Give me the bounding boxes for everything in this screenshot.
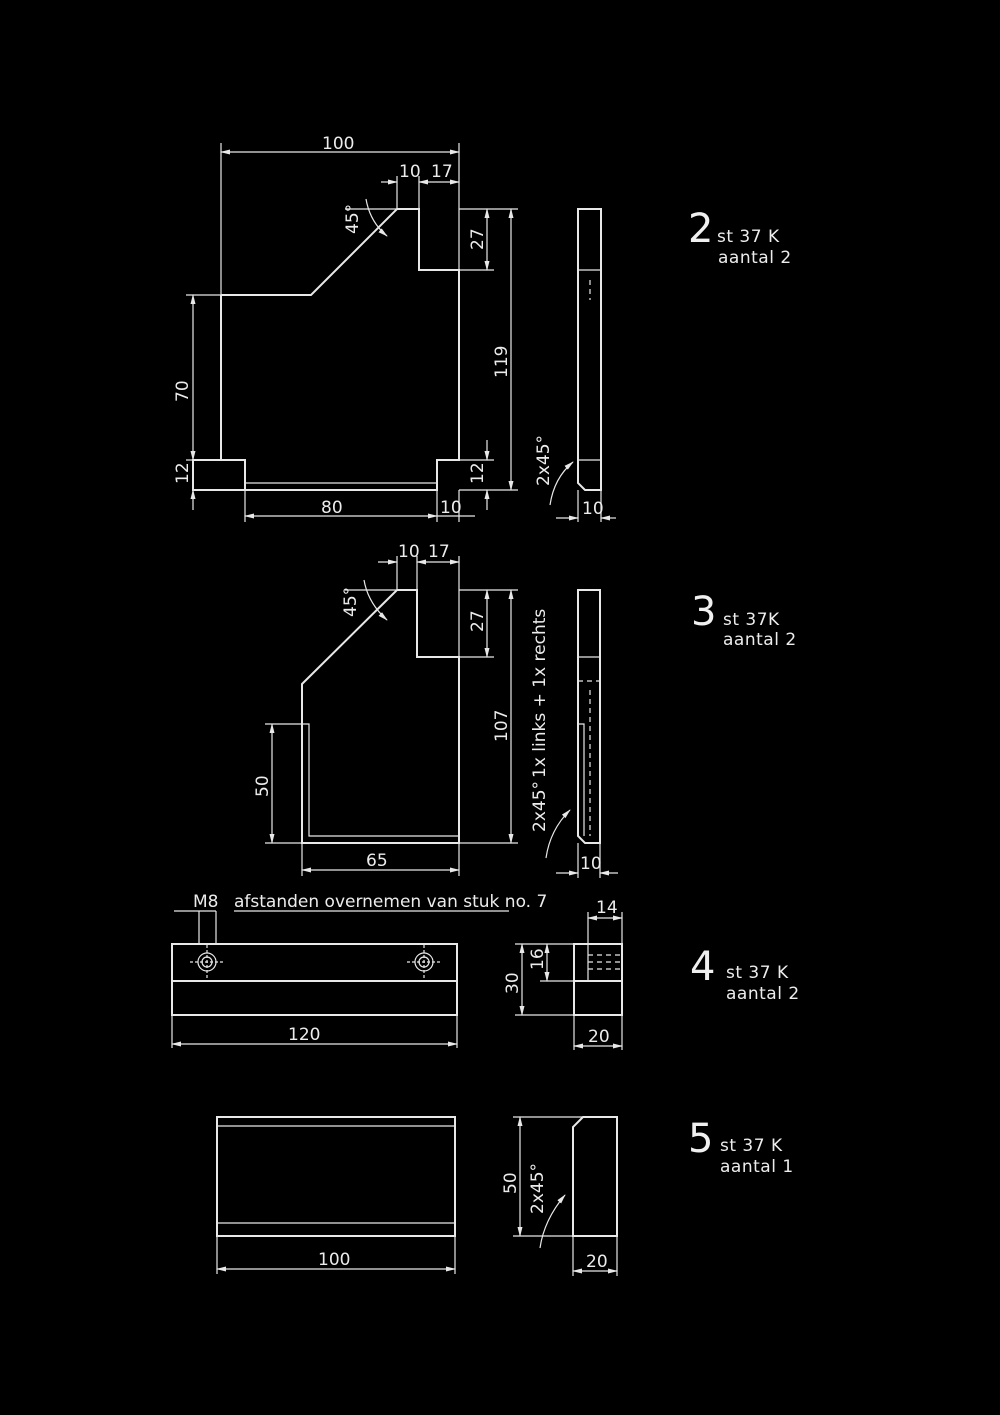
dim-part2-top-offsets: 10 17 (381, 162, 460, 209)
part-4-material: st 37 K (726, 963, 789, 983)
dim-part3-bottom: 65 (301, 843, 460, 876)
dim-part2-left-height-label: 70 (173, 380, 193, 402)
dim-part4-side-width-label: 20 (588, 1027, 610, 1047)
dim-part3-left-height: 50 (253, 723, 302, 844)
bolt-hole-right-icon (407, 945, 441, 979)
dim-part2-width: 100 (220, 134, 460, 295)
part-4-quantity: aantal 2 (726, 984, 800, 1004)
dim-part2-foot-right: 12 (459, 440, 494, 510)
part-4-note: afstanden overnemen van stuk no. 7 (234, 892, 547, 912)
part-4-side-view: 14 30 16 20 (503, 898, 623, 1050)
dim-part5-height-label: 50 (501, 1172, 521, 1194)
part-5-quantity: aantal 1 (720, 1157, 794, 1177)
dim-part2-foot-height-label: 12 (173, 462, 193, 484)
part-3-front-view (301, 589, 460, 844)
dim-part4-height-label: 30 (503, 972, 523, 994)
part-2-number: 2 (688, 206, 713, 252)
part-4-thread-label: M8 (193, 892, 218, 912)
dim-part3-top-offsets: 10 17 (378, 542, 460, 657)
dim-part2-bottom: 80 10 (244, 490, 475, 522)
dim-part2-chamfer-label: 2x45° (534, 435, 554, 486)
dim-part2-foot-width-label: 10 (440, 498, 462, 518)
dim-part2-depth: 27 (459, 208, 494, 271)
dim-part2-thickness-label: 10 (582, 499, 604, 519)
part-2-drawing: 100 10 17 45° 27 119 (173, 134, 616, 522)
dim-part3-depth-label: 27 (468, 610, 488, 632)
part-4-front-view: 120 (171, 943, 458, 1048)
dim-part3-a-label: 10 (398, 542, 420, 562)
dim-part5-side-width-label: 20 (586, 1252, 608, 1272)
dim-part2-b-label: 17 (431, 162, 453, 182)
dim-part3-height: 107 (459, 589, 518, 844)
dim-part5-chamfer-label: 2x45° (528, 1163, 548, 1214)
dim-part3-thickness-label: 10 (580, 854, 602, 874)
part-3-quantity: aantal 2 (723, 630, 797, 650)
dim-part3-angle-label: 45° (341, 587, 361, 617)
part-2-front-view (192, 208, 460, 491)
dim-part3-note-label: 1x links + 1x rechts (530, 609, 550, 778)
dim-part3-chamfer-label: 2x45° (530, 781, 550, 832)
part-5-side-view: 50 2x45° 20 (501, 1116, 618, 1276)
dim-part5-length-label: 100 (318, 1250, 350, 1270)
dim-part3-bottom-length-label: 65 (366, 851, 388, 871)
part-2-side-view: 10 2x45° (534, 208, 616, 522)
dim-part2-height-label: 119 (492, 346, 512, 378)
dim-part4-length-label: 120 (288, 1025, 320, 1045)
part-2-material: st 37 K (717, 227, 780, 247)
part-3-drawing: 10 17 45° 27 107 50 (253, 542, 618, 878)
part-2-quantity: aantal 2 (718, 248, 792, 268)
part-5-drawing: 100 50 2x45° 20 (216, 1116, 618, 1276)
dim-part3-height-label: 107 (492, 710, 512, 742)
part-5-front-view: 100 (216, 1116, 456, 1274)
dim-part4-side-top-label: 14 (596, 898, 618, 918)
part-4-number: 4 (690, 944, 715, 990)
dim-part2-a-label: 10 (399, 162, 421, 182)
dim-part3-b-label: 17 (428, 542, 450, 562)
bolt-hole-left-icon (190, 945, 224, 979)
dim-part2-angle-label: 45° (343, 204, 363, 234)
part-3-side-view: 10 2x45° 1x links + 1x rechts (530, 589, 618, 878)
part-3-material: st 37K (723, 610, 780, 630)
part-4-drawing: M8 afstanden overnemen van stuk no. 7 (171, 892, 623, 1050)
dim-part2-angle: 45° (343, 198, 397, 237)
dim-part2-bottom-length-label: 80 (321, 498, 343, 518)
dim-part2-left-heights: 70 12 (173, 294, 221, 510)
dim-part3-depth: 27 (459, 589, 494, 658)
dim-part2-foot-right-label: 12 (468, 462, 488, 484)
part-3-number: 3 (691, 589, 716, 635)
dim-part2-depth-label: 27 (468, 228, 488, 250)
dim-part3-angle: 45° (341, 579, 397, 621)
part-5-material: st 37 K (720, 1136, 783, 1156)
part-5-number: 5 (688, 1116, 713, 1162)
dim-part4-slot-label: 16 (528, 948, 548, 970)
dim-part3-left-height-label: 50 (253, 775, 273, 797)
dim-part2-width-label: 100 (322, 134, 354, 154)
